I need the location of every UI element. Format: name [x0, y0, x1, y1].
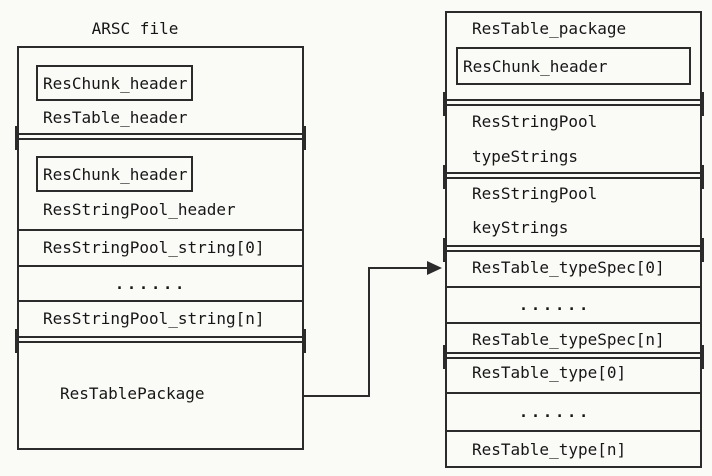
- package-title-label: ResTable_package: [472, 19, 627, 38]
- section-divider: [15, 126, 306, 150]
- stringpool-string-n-label: ResStringPool_string[n]: [43, 309, 265, 328]
- diagram-title: ARSC file: [91, 19, 179, 38]
- row-divider: [447, 392, 700, 394]
- arsc-chunk-header-box: ResChunk_header: [36, 65, 193, 101]
- stringpool-chunk-header-label: ResChunk_header: [43, 164, 188, 184]
- section-divider: [15, 329, 306, 353]
- ellipsis-label: ......: [519, 296, 592, 314]
- arsc-chunk-header-label: ResChunk_header: [43, 73, 188, 93]
- row-divider: [19, 229, 302, 231]
- table-package-label: ResTablePackage: [60, 384, 205, 403]
- restable-package-box: ResTable_package ResChunk_header ResStri…: [443, 11, 704, 468]
- stringpool-chunk-header-box: ResChunk_header: [36, 156, 193, 192]
- arsc-table-header-label: ResTable_header: [43, 108, 188, 127]
- row-divider: [447, 430, 700, 432]
- key-stringpool-label: ResStringPool: [472, 184, 598, 203]
- row-divider: [19, 300, 302, 302]
- package-chunk-header-label: ResChunk_header: [463, 56, 608, 76]
- key-strings-label: keyStrings: [472, 218, 569, 237]
- section-divider: [443, 345, 704, 369]
- typespec-n-label: ResTable_typeSpec[n]: [472, 330, 665, 349]
- ellipsis-label: ......: [115, 275, 188, 293]
- row-divider: [447, 322, 700, 324]
- section-divider: [443, 92, 704, 116]
- type-strings-label: typeStrings: [472, 147, 578, 166]
- type-0-label: ResTable_type[0]: [472, 363, 627, 382]
- row-divider: [447, 286, 700, 288]
- section-divider: [443, 165, 704, 189]
- ellipsis-label: ......: [519, 403, 592, 421]
- stringpool-string-0-label: ResStringPool_string[0]: [43, 238, 265, 257]
- type-n-label: ResTable_type[n]: [472, 440, 627, 459]
- typespec-0-label: ResTable_typeSpec[0]: [472, 258, 665, 277]
- type-stringpool-label: ResStringPool: [472, 112, 598, 131]
- stringpool-header-label: ResStringPool_header: [43, 200, 236, 219]
- row-divider: [19, 265, 302, 267]
- package-chunk-header-box: ResChunk_header: [456, 47, 691, 85]
- arsc-file-box: ResChunk_header ResTable_header ResChunk…: [15, 46, 306, 450]
- section-divider: [443, 238, 704, 262]
